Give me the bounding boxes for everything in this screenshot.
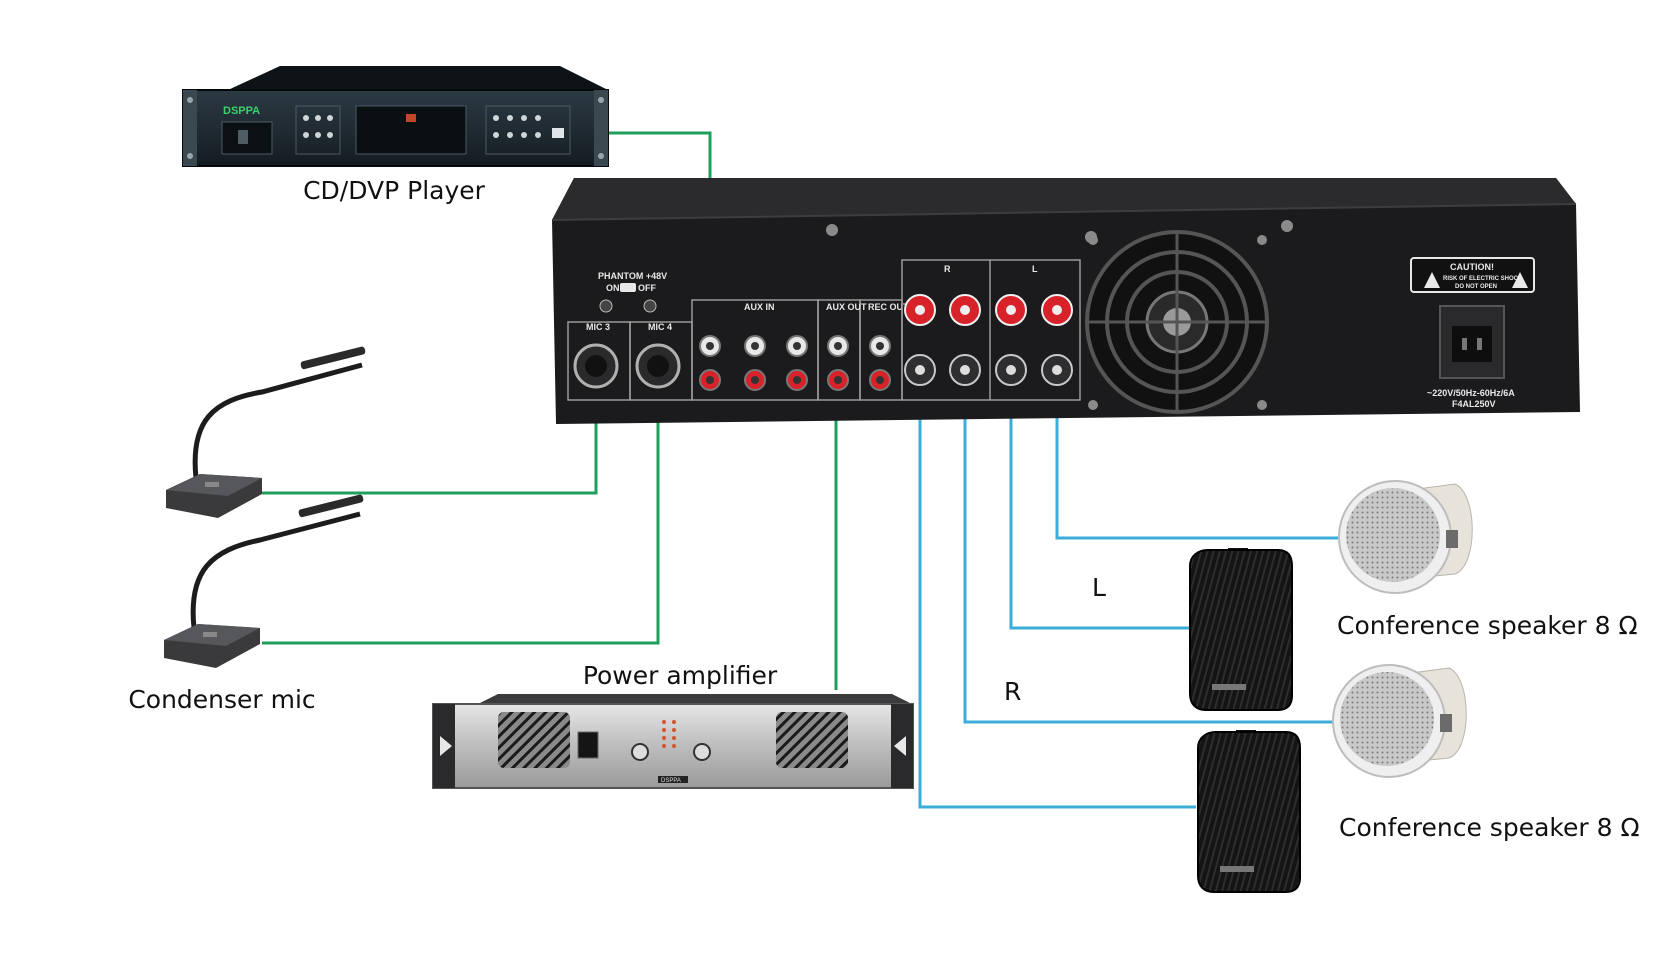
power-amplifier-label: Power amplifier (583, 661, 778, 690)
fuse-rating: F4AL250V (1452, 399, 1496, 409)
caution-line1: RISK OF ELECTRIC SHOCK (1443, 276, 1523, 282)
power-inlet[interactable] (1439, 305, 1505, 379)
speaker-cable-4 (918, 382, 1196, 809)
speaker-terminals[interactable] (904, 294, 1073, 386)
aux-in-label: AUX IN (744, 302, 775, 312)
mic1-cable (262, 400, 598, 495)
caution-title: CAUTION! (1450, 262, 1494, 272)
mixer-amplifier-rear-panel: PHANTOM +48V ON OFF MIC 3 MIC 4 AUX IN (551, 178, 1580, 424)
aux-in-jacks[interactable] (699, 335, 808, 391)
power-rating: ~220V/50Hz-60Hz/6A (1427, 388, 1515, 398)
cd-player-label: CD/DVP Player (303, 176, 486, 205)
power-amplifier-device: DSPPA (432, 694, 914, 789)
out-r-label: R (944, 264, 951, 274)
rec-out-jacks[interactable] (869, 335, 891, 391)
mic4-label: MIC 4 (648, 322, 672, 332)
amp-brand: DSPPA (661, 778, 681, 784)
cd-player-device: DSPPA (182, 66, 609, 167)
phantom-on-label: ON (606, 283, 620, 293)
speaker-cable-3 (963, 382, 1334, 724)
wall-speaker-2 (1197, 730, 1301, 893)
mic2-cable (262, 400, 660, 645)
cooling-fan (1085, 230, 1269, 414)
out-l-label: L (1032, 264, 1038, 274)
aux-out-jacks[interactable] (827, 335, 849, 391)
channel-right-label: R (1004, 677, 1021, 706)
caution-line2: DO NOT OPEN (1455, 284, 1497, 290)
speaker-cables (918, 382, 1338, 809)
phantom-switch[interactable] (620, 283, 636, 292)
mic4-xlr-jack[interactable] (635, 343, 681, 389)
ceiling-speaker-2 (1332, 664, 1467, 778)
channel-left-label: L (1092, 573, 1106, 602)
speaker-cable-2 (1009, 382, 1190, 630)
phantom-label: PHANTOM +48V (598, 271, 667, 281)
phantom-off-label: OFF (638, 283, 656, 293)
amp-power-switch[interactable] (577, 731, 599, 759)
speaker-label-top: Conference speaker 8 Ω (1337, 611, 1638, 640)
mic3-label: MIC 3 (586, 322, 610, 332)
speaker-cable-1 (1055, 382, 1338, 540)
aux-out-label: AUX OUT (826, 302, 867, 312)
speaker-label-bottom: Conference speaker 8 Ω (1339, 813, 1640, 842)
rec-out-label: REC OUT (868, 302, 909, 312)
cd-player-brand: DSPPA (223, 105, 260, 117)
condenser-mic-1 (166, 346, 366, 518)
condenser-mic-2 (164, 494, 364, 668)
condenser-mic-label: Condenser mic (128, 685, 315, 714)
amp-volume-knobs[interactable] (631, 743, 711, 761)
wall-speaker-1 (1189, 548, 1293, 711)
mic3-xlr-jack[interactable] (573, 343, 619, 389)
ceiling-speaker-1 (1338, 480, 1473, 594)
